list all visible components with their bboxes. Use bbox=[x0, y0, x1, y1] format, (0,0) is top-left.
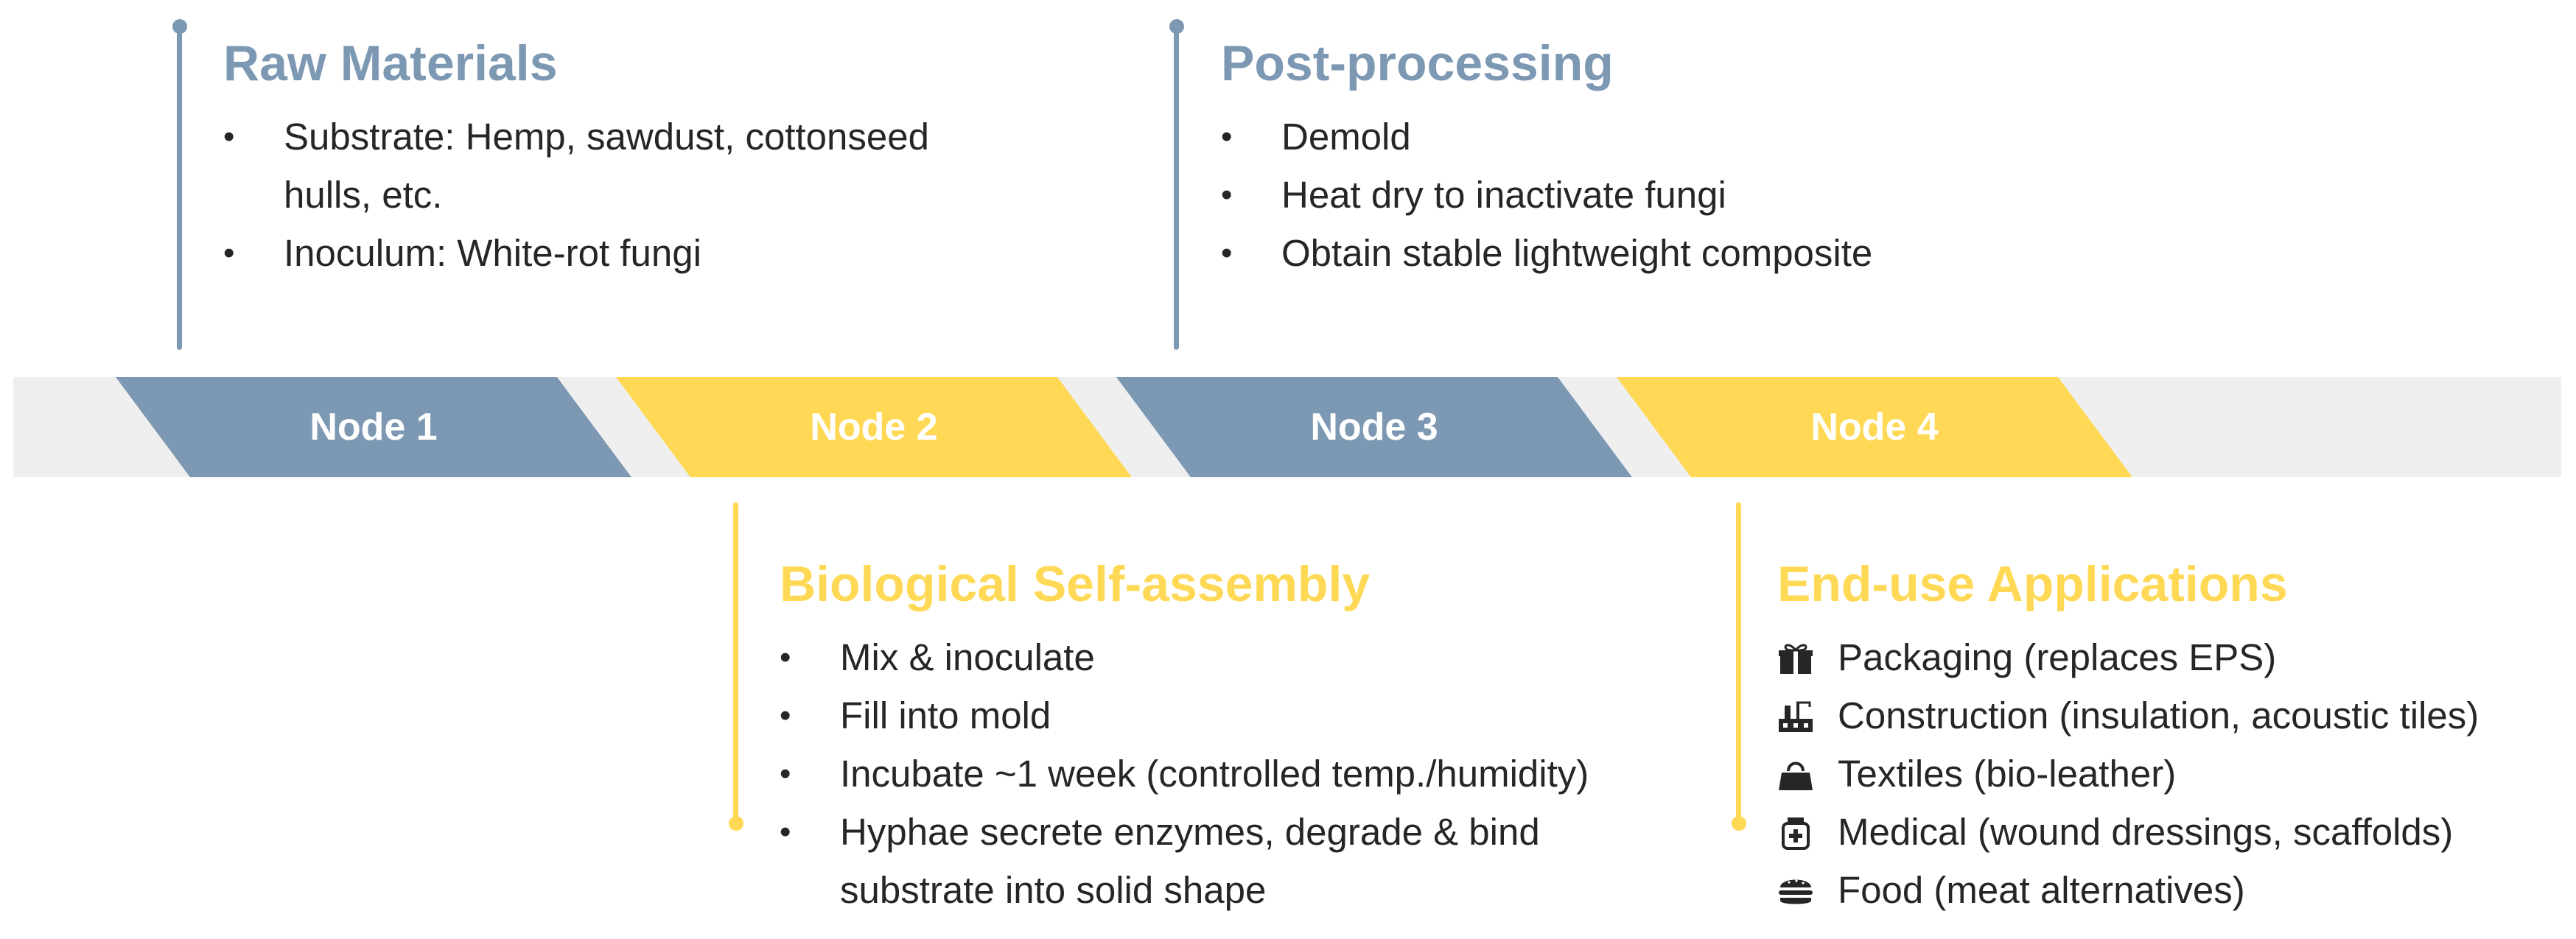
self-assembly-item: Mix & inoculate bbox=[780, 628, 1693, 686]
raw-materials-title: Raw Materials bbox=[223, 35, 558, 91]
post-processing-title: Post-processing bbox=[1221, 35, 1614, 91]
node-4-shape bbox=[1617, 377, 2132, 477]
application-item: Medical (wound dressings, scaffolds) bbox=[1777, 803, 2566, 861]
application-label: Construction (insulation, acoustic tiles… bbox=[1838, 694, 2479, 736]
application-label: Textiles (bio-leather) bbox=[1838, 753, 2177, 795]
node-2-shape bbox=[616, 377, 1132, 477]
applications-title: End-use Applications bbox=[1777, 556, 2288, 612]
applications-section: End-use Applications Packaging (replaces… bbox=[1777, 553, 2566, 919]
post-processing-item: Demold bbox=[1221, 108, 2179, 166]
self-assembly-item: Fill into mold bbox=[780, 686, 1693, 745]
medicine-bottle-icon bbox=[1782, 817, 1810, 850]
post-processing-connector bbox=[1174, 22, 1179, 350]
post-processing-section: Post-processing Demold Heat dry to inact… bbox=[1221, 32, 2179, 282]
post-processing-item: Obtain stable lightweight composite bbox=[1221, 224, 2179, 282]
raw-materials-item: Substrate: Hemp, sawdust, cottonseed hul… bbox=[223, 108, 1019, 224]
handbag-icon bbox=[1779, 762, 1813, 790]
application-label: Medical (wound dressings, scaffolds) bbox=[1838, 811, 2454, 853]
gift-box-icon bbox=[1779, 644, 1813, 674]
self-assembly-item: Hyphae secrete enzymes, degrade & bind s… bbox=[780, 803, 1693, 919]
raw-materials-connector bbox=[177, 22, 182, 350]
raw-materials-section: Raw Materials Substrate: Hemp, sawdust, … bbox=[223, 32, 1034, 282]
node-3-label: Node 3 bbox=[1310, 406, 1438, 449]
self-assembly-connector bbox=[733, 502, 738, 826]
building-icon bbox=[1779, 701, 1813, 732]
self-assembly-item: Incubate ~1 week (controlled temp./humid… bbox=[780, 745, 1693, 803]
node-4-label: Node 4 bbox=[1810, 406, 1939, 449]
application-item: Packaging (replaces EPS) bbox=[1777, 628, 2566, 686]
node-2-label: Node 2 bbox=[810, 406, 938, 449]
post-processing-connector-dot bbox=[1169, 19, 1184, 34]
node-1-shape bbox=[116, 377, 631, 477]
self-assembly-section: Biological Self-assembly Mix & inoculate… bbox=[780, 553, 1693, 919]
raw-materials-connector-dot bbox=[172, 19, 187, 34]
burger-icon bbox=[1779, 879, 1813, 904]
application-item: Food (meat alternatives) bbox=[1777, 861, 2566, 919]
application-label: Packaging (replaces EPS) bbox=[1838, 636, 2277, 678]
post-processing-item: Heat dry to inactivate fungi bbox=[1221, 166, 2179, 224]
application-item: Textiles (bio-leather) bbox=[1777, 745, 2566, 803]
self-assembly-connector-dot bbox=[729, 816, 743, 831]
node-3-shape bbox=[1116, 377, 1632, 477]
application-item: Construction (insulation, acoustic tiles… bbox=[1777, 686, 2566, 745]
applications-connector bbox=[1736, 502, 1741, 826]
application-label: Food (meat alternatives) bbox=[1838, 869, 2245, 911]
applications-connector-dot bbox=[1732, 816, 1746, 831]
self-assembly-title: Biological Self-assembly bbox=[780, 556, 1371, 612]
raw-materials-item: Inoculum: White-rot fungi bbox=[223, 224, 1019, 282]
node-1-label: Node 1 bbox=[309, 406, 438, 449]
